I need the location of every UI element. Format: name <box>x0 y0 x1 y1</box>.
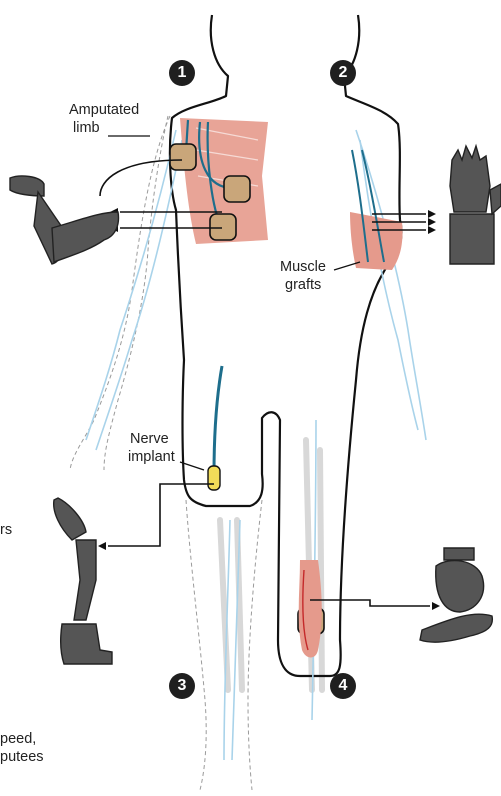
label-muscle: Muscle <box>280 259 326 276</box>
body-outline <box>170 15 402 676</box>
label-implant: implant <box>128 449 175 466</box>
prosthetic-foot-right <box>420 548 492 642</box>
label-limb: limb <box>73 120 100 137</box>
prosthetic-leg-left <box>54 498 112 664</box>
muscle-grafts <box>350 150 403 270</box>
label-nerve: Nerve <box>130 431 169 448</box>
ghost-left-arm <box>70 116 170 470</box>
implant-nerve <box>214 366 222 474</box>
prosthetic-arm-left <box>10 176 118 264</box>
label-grafts: grafts <box>285 277 321 294</box>
marker-3: 3 <box>169 673 195 699</box>
label-cut-bottom-1: peed, <box>0 731 36 748</box>
label-cut-left: rs <box>0 522 12 539</box>
prosthetic-arm-right <box>450 146 501 264</box>
marker-1: 1 <box>169 60 195 86</box>
leg-muscle <box>299 560 322 658</box>
label-cut-bottom-2: putees <box>0 749 44 766</box>
label-amputated: Amputated <box>69 102 139 119</box>
marker-2: 2 <box>330 60 356 86</box>
marker-4: 4 <box>330 673 356 699</box>
nerve-implant <box>208 466 220 490</box>
